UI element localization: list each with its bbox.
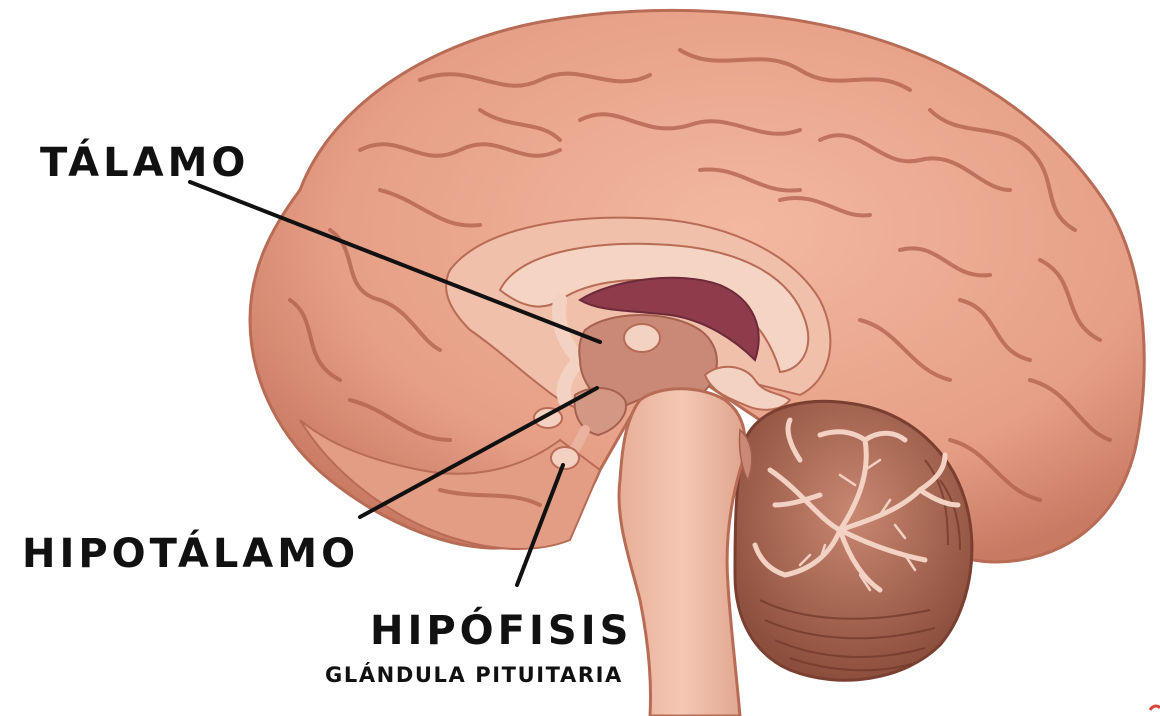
watermark-mark: [1150, 706, 1160, 710]
label-glandula-pituitaria: GLÁNDULA PITUITARIA: [325, 665, 623, 686]
brainstem: [619, 389, 745, 716]
label-hipotalamo: HIPOTÁLAMO: [22, 534, 359, 574]
interthalamic-adhesion: [624, 324, 660, 352]
label-hipofisis: HIPÓFISIS: [370, 611, 632, 651]
label-talamo: TÁLAMO: [40, 143, 249, 183]
pituitary-gland: [551, 447, 579, 469]
